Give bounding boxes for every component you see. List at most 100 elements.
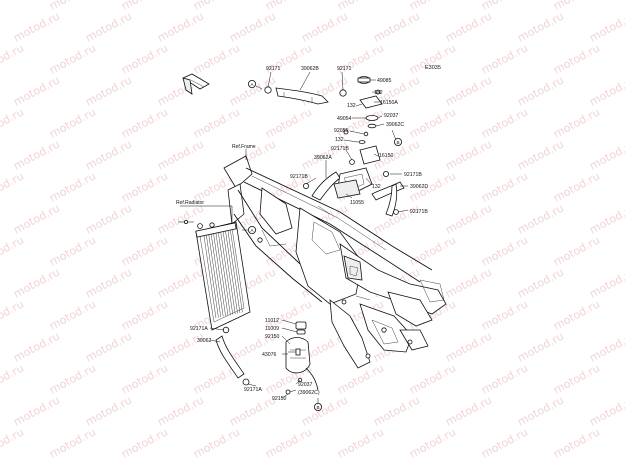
watermark-text: motod.ru: [0, 297, 26, 332]
watermark-text: motod.ru: [0, 169, 26, 204]
watermark-text: motod.ru: [371, 393, 422, 428]
front-arrow-icon: [182, 73, 210, 95]
label-92171b-d: 92171B: [410, 209, 428, 215]
svg-text:B: B: [396, 140, 399, 145]
label-39062: 39062: [197, 338, 212, 344]
watermark-text: motod.ru: [515, 9, 566, 44]
watermark-text: motod.ru: [587, 329, 625, 364]
radiator-fin: [218, 232, 231, 316]
watermark-text: motod.ru: [587, 73, 625, 108]
ref-radiator-label: Ref.Radiator: [176, 200, 204, 206]
watermark-text: motod.ru: [11, 73, 62, 108]
watermark-text: motod.ru: [515, 73, 566, 108]
radiator-fin: [220, 232, 233, 315]
watermark-text: motod.ru: [11, 393, 62, 428]
watermark-text: motod.ru: [299, 393, 350, 428]
watermark-text: motod.ru: [47, 425, 98, 460]
watermark-text: motod.ru: [479, 233, 530, 268]
ref-frame-label: Ref.Frame: [232, 144, 256, 150]
watermark-text: motod.ru: [479, 41, 530, 76]
watermark-text: motod.ru: [407, 105, 458, 140]
watermark-text: motod.ru: [407, 41, 458, 76]
watermark-text: motod.ru: [479, 105, 530, 140]
watermark-text: motod.ru: [0, 361, 26, 396]
svg-text:A: A: [250, 228, 254, 233]
watermark-text: motod.ru: [443, 201, 494, 236]
watermark-text: motod.ru: [551, 233, 602, 268]
label-49085: 49085: [377, 78, 392, 84]
watermark-text: motod.ru: [263, 105, 314, 140]
circle-marker-b-bottom: B: [313, 402, 322, 411]
label-11055: 11055: [350, 200, 364, 206]
watermark-text: motod.ru: [11, 9, 62, 44]
label-16150: 16150: [379, 153, 394, 159]
watermark-text: motod.ru: [83, 137, 134, 172]
watermark-text: motod.ru: [191, 41, 242, 76]
watermark-text: motod.ru: [551, 105, 602, 140]
watermark-text: motod.ru: [0, 0, 26, 13]
watermark-text: motod.ru: [119, 361, 170, 396]
watermark-text: motod.ru: [371, 201, 422, 236]
watermark-text: motod.ru: [191, 105, 242, 140]
watermark-text: motod.ru: [551, 297, 602, 332]
watermark-text: motod.ru: [515, 265, 566, 300]
watermark-text: motod.ru: [155, 265, 206, 300]
watermark-text: motod.ru: [83, 393, 134, 428]
circle-marker-a-radiator: A: [247, 225, 256, 234]
watermark-text: motod.ru: [587, 265, 625, 300]
watermark-text: motod.ru: [47, 169, 98, 204]
label-132-a: 132: [374, 90, 383, 96]
small-parts: [178, 76, 399, 395]
label-92055: 92055: [334, 128, 349, 134]
label-92171a-a: 92171A: [190, 326, 208, 332]
label-92171-top-right: 92171: [337, 66, 352, 72]
watermark-text: motod.ru: [11, 265, 62, 300]
leader-lines: [180, 71, 409, 404]
watermark-text: motod.ru: [515, 329, 566, 364]
label-49054: 49054: [337, 116, 352, 122]
label-92150-b: 92150: [272, 396, 287, 402]
label-92171a-b: 92171A: [244, 387, 262, 393]
watermark-text: motod.ru: [155, 393, 206, 428]
label-39062b: 39062B: [301, 66, 319, 72]
radiator-fin: [223, 231, 236, 315]
watermark-text: motod.ru: [47, 41, 98, 76]
watermark-text: motod.ru: [407, 361, 458, 396]
label-39062c: 39062C: [386, 122, 404, 128]
watermark-text: motod.ru: [443, 265, 494, 300]
watermark-text: motod.ru: [587, 9, 625, 44]
watermark-text: motod.ru: [155, 9, 206, 44]
watermark-text: motod.ru: [119, 169, 170, 204]
watermark-text: motod.ru: [155, 137, 206, 172]
watermark-text: motod.ru: [83, 9, 134, 44]
watermark-text: motod.ru: [443, 393, 494, 428]
label-92037-bottom: 92037: [298, 382, 313, 388]
watermark-text: motod.ru: [83, 201, 134, 236]
watermark-text: motod.ru: [119, 297, 170, 332]
watermark-text: motod.ru: [119, 105, 170, 140]
watermark-text: motod.ru: [191, 425, 242, 460]
watermark-text: motod.ru: [155, 329, 206, 364]
label-132-d: 132: [372, 184, 381, 190]
watermark-text: motod.ru: [515, 137, 566, 172]
watermark-text: motod.ru: [551, 41, 602, 76]
label-43076: 43076: [262, 352, 277, 358]
radiator-fin: [213, 233, 226, 317]
watermark-text: motod.ru: [227, 393, 278, 428]
watermark-text: motod.ru: [299, 9, 350, 44]
watermark-text: motod.ru: [335, 425, 386, 460]
watermark-text: motod.ru: [47, 233, 98, 268]
radiator-fin: [211, 234, 224, 317]
watermark-text: motod.ru: [83, 265, 134, 300]
watermark-text: motod.ru: [443, 73, 494, 108]
circle-marker-a-top: A: [247, 80, 256, 89]
watermark-text: motod.ru: [227, 9, 278, 44]
watermark-text: motod.ru: [83, 73, 134, 108]
watermark-text: motod.ru: [11, 329, 62, 364]
watermark-text: motod.ru: [587, 393, 625, 428]
label-39062a: 39062A: [314, 155, 332, 161]
watermark-text: motod.ru: [47, 297, 98, 332]
label-132-b: 132: [347, 103, 356, 109]
watermark-text: motod.ru: [551, 361, 602, 396]
label-92037-top: 92037: [384, 113, 399, 119]
